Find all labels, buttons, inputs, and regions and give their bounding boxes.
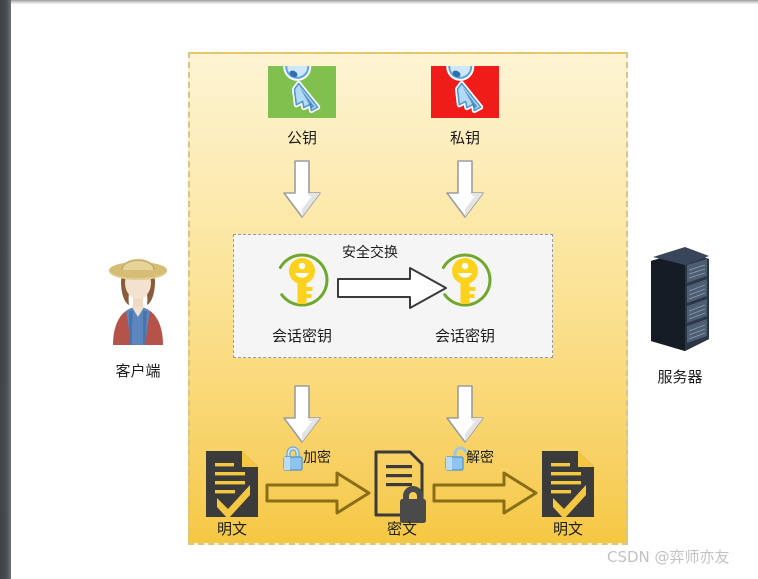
window-left-edge-bar xyxy=(0,0,11,579)
ciphertext-document-icon xyxy=(373,449,429,523)
encrypt-flow-arrow xyxy=(265,470,371,516)
encrypt-label: 加密 xyxy=(303,450,331,466)
plaintext-document-icon-right xyxy=(540,449,596,519)
window-top-edge-bar xyxy=(11,0,758,4)
down-arrow-session-to-decrypt xyxy=(444,384,486,446)
ciphertext-label: 密文 xyxy=(386,520,417,538)
private-key-tile xyxy=(431,66,499,118)
secure-exchange-label: 安全交换 xyxy=(342,245,398,261)
down-arrow-private-to-session xyxy=(444,159,486,221)
server-rack-icon xyxy=(645,243,715,358)
session-key-label-client: 会话密钥 xyxy=(271,327,332,345)
csdn-watermark: CSDN @弈师亦友 xyxy=(607,548,730,566)
open-padlock-icon xyxy=(444,446,468,472)
session-key-icon-client xyxy=(271,249,333,311)
public-key-label: 公钥 xyxy=(286,129,317,147)
plaintext-label-left: 明文 xyxy=(216,520,247,538)
decrypt-flow-arrow xyxy=(432,470,538,516)
blue-key-icon xyxy=(446,66,484,114)
private-key-label: 私钥 xyxy=(449,129,480,147)
down-arrow-session-to-encrypt xyxy=(281,384,323,446)
plaintext-label-right: 明文 xyxy=(552,520,583,538)
server-label: 服务器 xyxy=(657,368,703,386)
blue-key-icon xyxy=(283,66,321,114)
decrypt-label: 解密 xyxy=(466,450,494,466)
closed-padlock-icon xyxy=(281,446,305,472)
session-key-label-server: 会话密钥 xyxy=(434,327,495,345)
client-avatar-icon xyxy=(99,245,177,350)
plaintext-document-icon-left xyxy=(204,449,260,519)
session-key-icon-server xyxy=(434,249,496,311)
secure-exchange-arrow xyxy=(336,266,448,310)
client-label: 客户端 xyxy=(115,362,161,380)
public-key-tile xyxy=(268,66,336,118)
down-arrow-public-to-session xyxy=(281,159,323,221)
